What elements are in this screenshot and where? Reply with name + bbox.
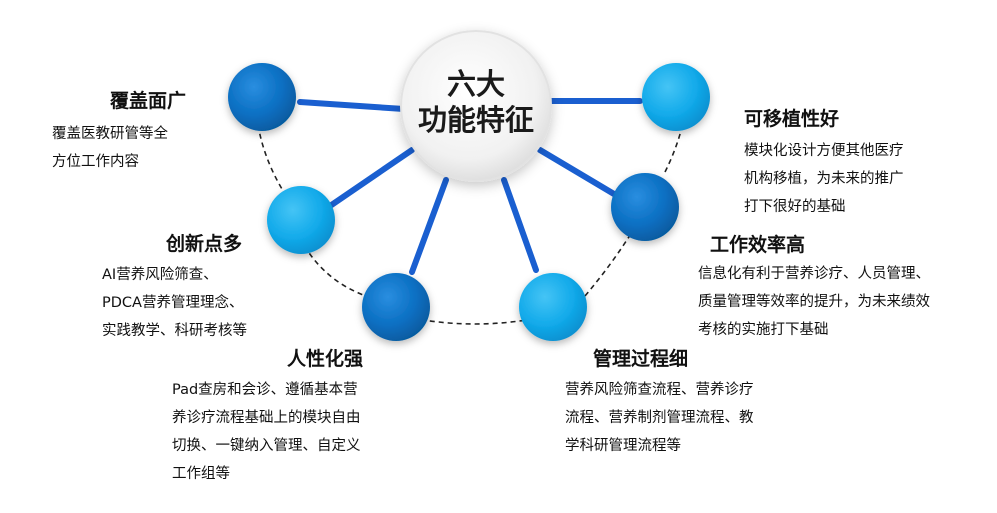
desc-line: 切换、一键纳入管理、自定义 [172,438,361,454]
center-title: 六大 功能特征 [404,66,548,138]
desc-line: PDCA营养管理理念、 [102,295,244,311]
node-portability [642,63,710,131]
desc-line: 学科研管理流程等 [565,438,681,454]
connector-5 [537,147,617,197]
feature-desc-humanized: Pad查房和会诊、遵循基本营 养诊疗流程基础上的模块自由 切换、一键纳入管理、自… [172,376,361,488]
desc-line: 打下很好的基础 [744,199,846,215]
desc-line: 质量管理等效率的提升，为未来绩效 [698,294,930,310]
dashed-arc-4 [584,231,633,297]
desc-line: 营养风险筛查流程、营养诊疗 [565,382,754,398]
node-efficiency [611,173,679,241]
desc-line: 方位工作内容 [52,154,139,170]
node-process [519,273,587,341]
feature-desc-process: 营养风险筛查流程、营养诊疗 流程、营养制剂管理流程、教 学科研管理流程等 [565,376,754,460]
feature-desc-innovation: AI营养风险筛查、 PDCA营养管理理念、 实践教学、科研考核等 [102,261,247,345]
desc-line: AI营养风险筛查、 [102,267,218,283]
desc-line: Pad查房和会诊、遵循基本营 [172,382,358,398]
desc-line: 覆盖医教研管等全 [52,126,168,142]
feature-title-humanized: 人性化强 [287,348,364,370]
connector-2 [327,147,415,209]
center-title-line1: 六大 [446,67,505,101]
connectors [297,98,643,275]
feature-desc-coverage: 覆盖医教研管等全 方位工作内容 [52,120,168,176]
feature-title-coverage: 覆盖面广 [110,90,187,112]
center-title-line2: 功能特征 [417,103,534,137]
connector-3 [409,177,449,275]
desc-line: 实践教学、科研考核等 [102,323,247,339]
desc-line: 工作组等 [172,466,230,482]
node-humanized [362,273,430,341]
feature-title-innovation: 创新点多 [166,233,243,255]
node-innovation [267,186,335,254]
dashed-arc-5 [664,126,683,173]
connector-4 [501,177,539,273]
center-circle [400,30,552,182]
node-coverage [228,63,296,131]
feature-title-efficiency: 工作效率高 [710,234,806,256]
desc-line: 养诊疗流程基础上的模块自由 [172,410,361,426]
dashed-arc-3 [411,317,539,325]
desc-line: 机构移植，为未来的推广 [744,171,904,187]
feature-desc-portability: 模块化设计方便其他医疗 机构移植，为未来的推广 打下很好的基础 [744,137,904,221]
desc-line: 考核的实施打下基础 [698,322,829,338]
desc-line: 流程、营养制剂管理流程、教 [565,410,754,426]
feature-title-portability: 可移植性好 [744,108,840,130]
desc-line: 模块化设计方便其他医疗 [744,143,904,159]
feature-title-process: 管理过程细 [593,348,689,370]
desc-line: 信息化有利于营养诊疗、人员管理、 [698,266,930,282]
connector-1 [297,99,407,112]
feature-desc-efficiency: 信息化有利于营养诊疗、人员管理、 质量管理等效率的提升，为未来绩效 考核的实施打… [698,260,930,344]
